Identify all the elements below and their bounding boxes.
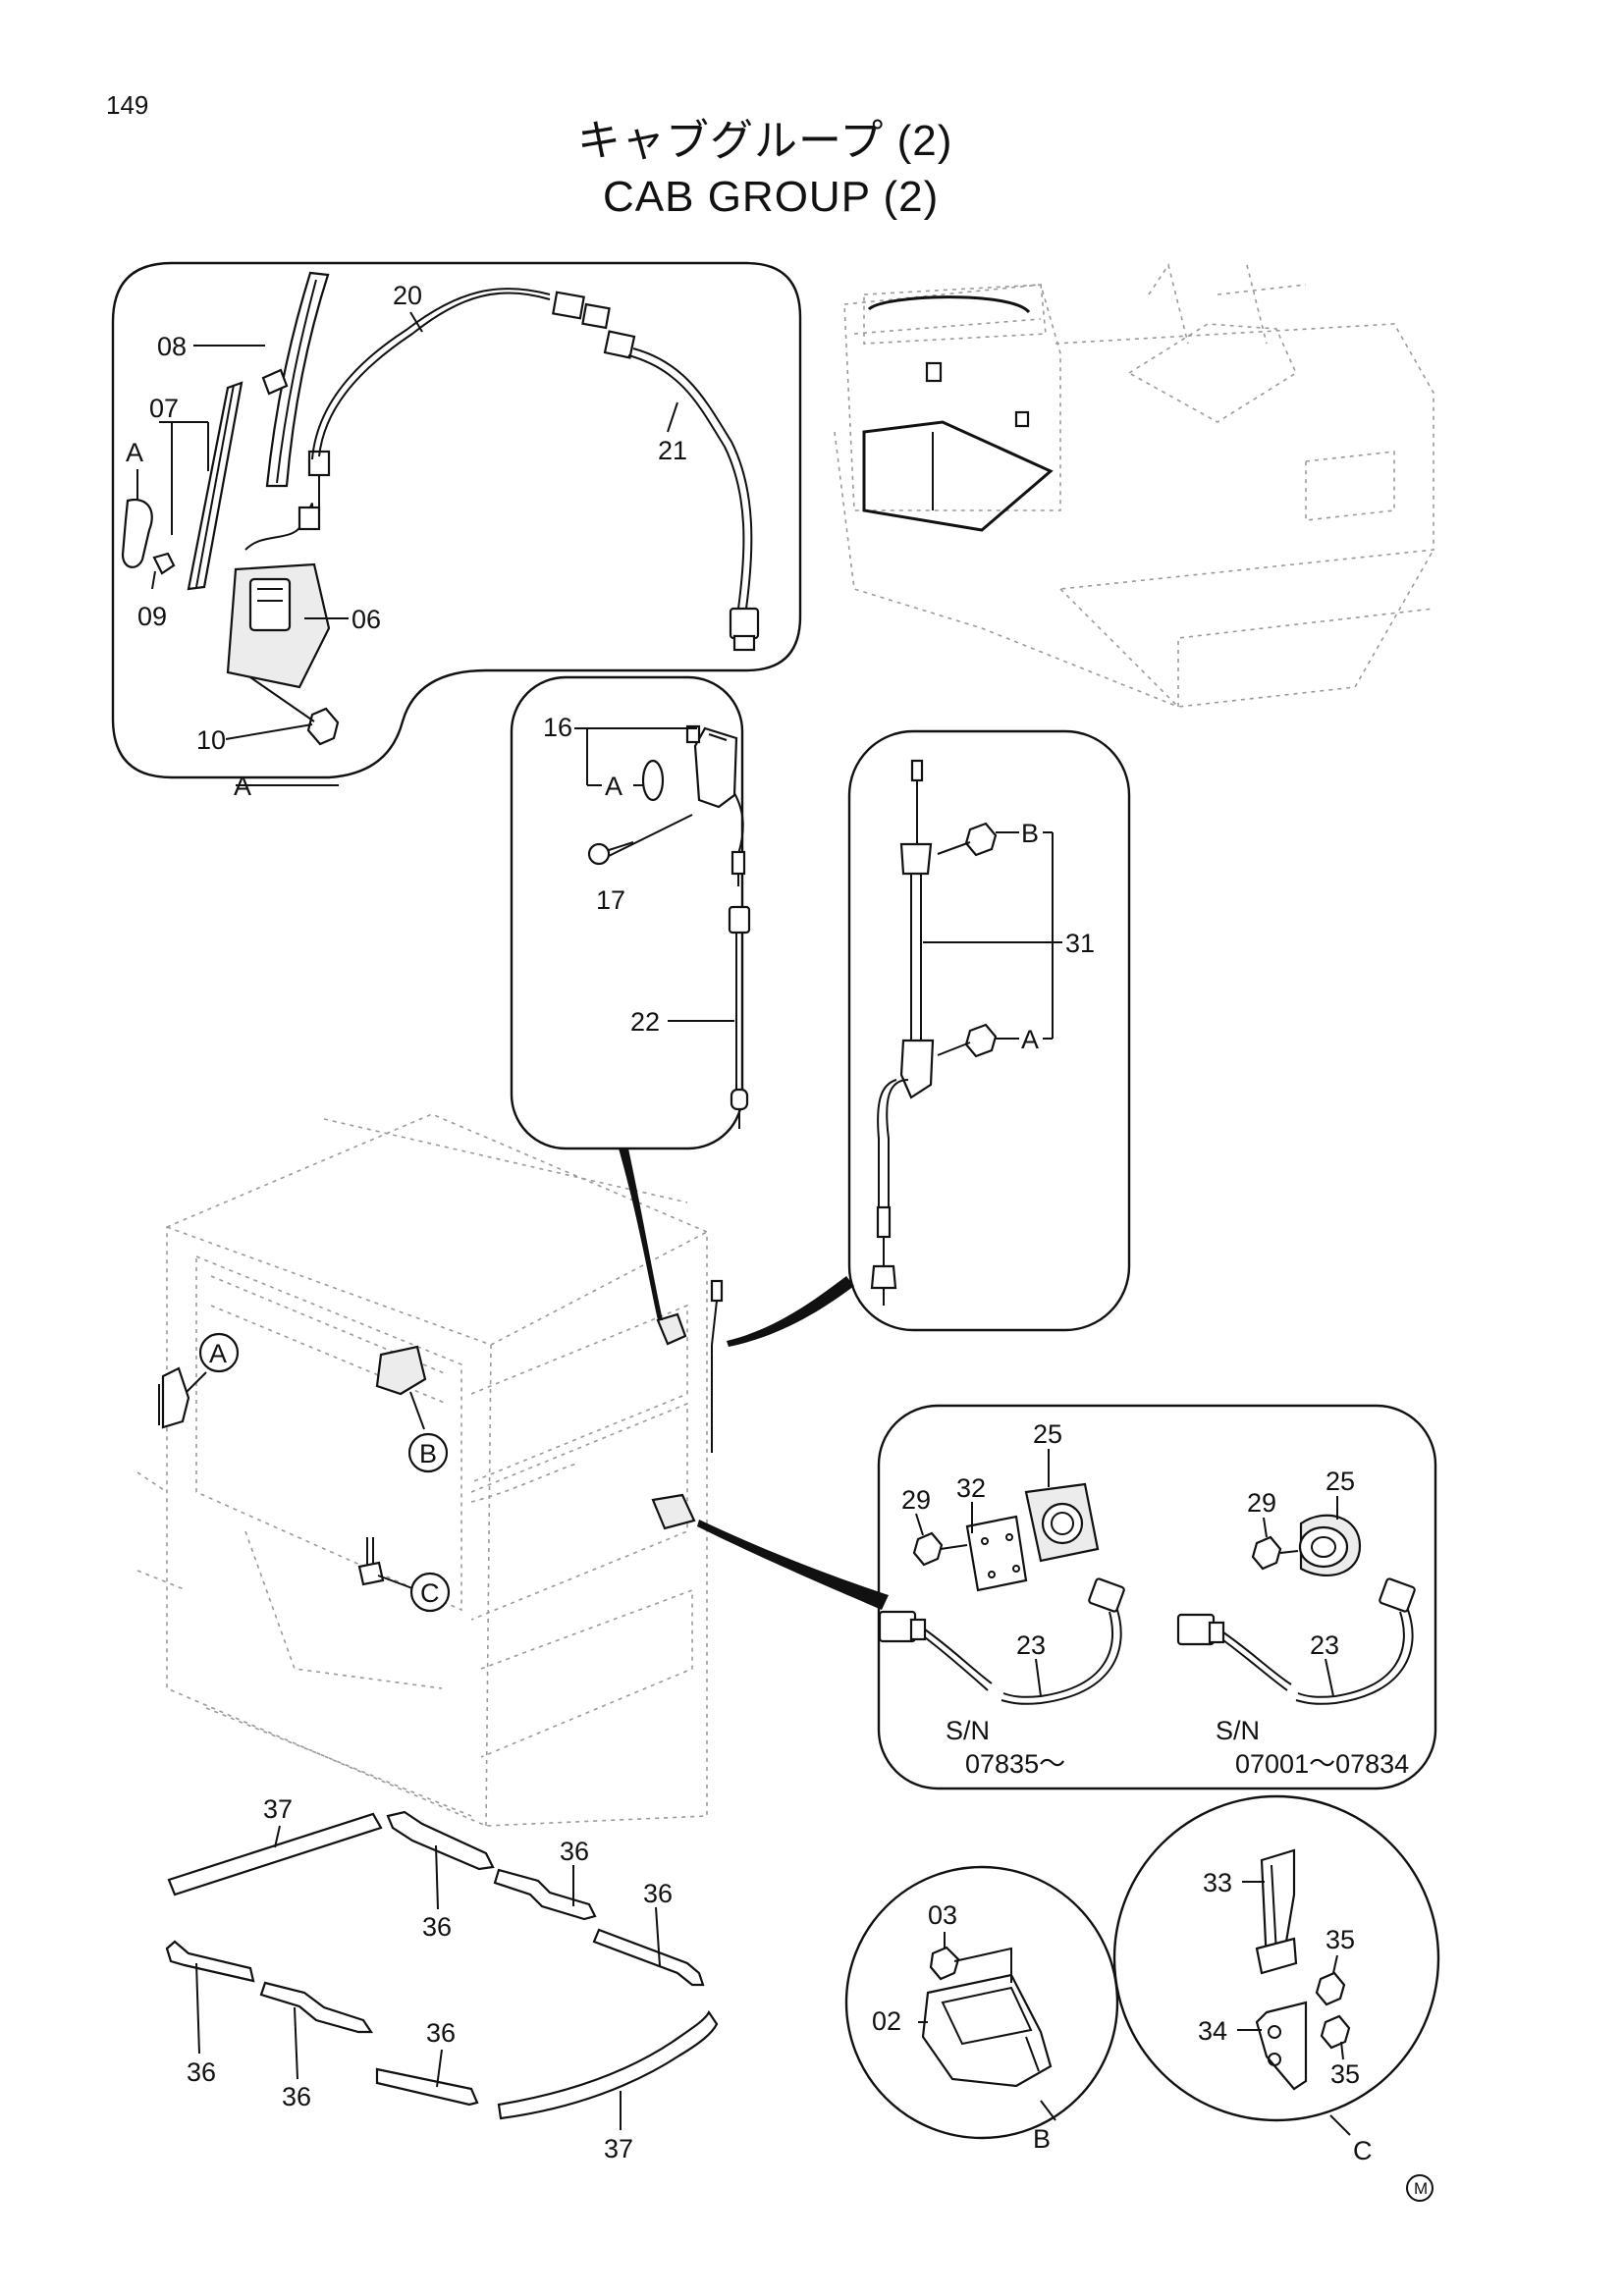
- view-label-b: B: [1033, 2124, 1051, 2154]
- label-a-piece: A: [126, 438, 143, 467]
- label-07: 07: [149, 394, 179, 423]
- label-a-screw: A: [1021, 1025, 1039, 1054]
- m-mark-letter: M: [1414, 2179, 1428, 2198]
- label-31: 31: [1065, 929, 1095, 958]
- detail-a-panel: 08 07 A 09 06 10 20 21 A: [111, 261, 802, 801]
- label-29-left: 29: [901, 1485, 931, 1515]
- label-36-top-mid: 36: [422, 1912, 452, 1942]
- label-09: 09: [137, 602, 167, 631]
- sn-range-right: 07001～07834: [1235, 1749, 1409, 1779]
- label-06: 06: [352, 605, 381, 634]
- floor-seals: 37 36 36 36 36 36 36 37: [165, 1794, 719, 2163]
- label-16: 16: [543, 713, 572, 742]
- view-label-a: A: [234, 772, 251, 801]
- title-english: CAB GROUP (2): [603, 173, 939, 221]
- callout-b: B: [419, 1439, 437, 1468]
- sn-label-right: S/N: [1216, 1716, 1260, 1745]
- label-a-bulb: A: [605, 772, 622, 801]
- detail-speaker-panel: 25 32 29 23 S/N 07835～ 29 25 23 S/N 0700…: [877, 1404, 1437, 1790]
- label-34: 34: [1198, 2016, 1227, 2046]
- label-25-right: 25: [1325, 1467, 1355, 1496]
- label-02: 02: [872, 2006, 901, 2036]
- label-03: 03: [928, 1900, 957, 1930]
- label-21: 21: [658, 436, 687, 465]
- detail-lamp-panel: 16 A 17 22: [510, 675, 751, 1150]
- sn-range-left: 07835～: [965, 1749, 1065, 1779]
- label-35-bottom: 35: [1330, 2059, 1360, 2089]
- label-36-left: 36: [187, 2057, 216, 2087]
- label-23-right: 23: [1310, 1630, 1339, 1660]
- label-36-top-right: 36: [560, 1837, 589, 1866]
- page-number: 149: [106, 90, 148, 120]
- label-33: 33: [1203, 1868, 1232, 1897]
- title-japanese: キャブグループ (2): [577, 117, 952, 165]
- label-29-right: 29: [1247, 1488, 1276, 1518]
- label-35-top: 35: [1325, 1925, 1355, 1954]
- label-17: 17: [596, 885, 625, 915]
- callout-a: A: [209, 1339, 227, 1368]
- label-37-bottom: 37: [604, 2134, 633, 2163]
- label-20: 20: [393, 281, 422, 310]
- cab-overview: A B C: [136, 1113, 889, 1827]
- label-25-left: 25: [1033, 1419, 1062, 1449]
- label-32: 32: [956, 1473, 986, 1503]
- detail-b-panel: 03 02 B: [844, 1865, 1119, 2154]
- detail-c-panel: 33 35 34 35 C: [1112, 1794, 1440, 2165]
- label-b-screw: B: [1021, 819, 1039, 848]
- excavator-overview: [834, 263, 1434, 708]
- callout-c: C: [420, 1578, 440, 1608]
- label-22: 22: [630, 1007, 660, 1037]
- detail-antenna-panel: B 31 A: [847, 729, 1131, 1332]
- label-08: 08: [157, 332, 187, 361]
- label-36-bottom-left: 36: [282, 2082, 311, 2111]
- label-10: 10: [196, 725, 226, 755]
- m-mark: M: [1406, 2174, 1434, 2202]
- label-36-bottom-mid: 36: [426, 2018, 456, 2048]
- label-23-left: 23: [1016, 1630, 1046, 1660]
- sn-label-left: S/N: [946, 1716, 990, 1745]
- label-37-top: 37: [263, 1794, 293, 1824]
- label-36-far-right: 36: [643, 1879, 673, 1908]
- view-label-c: C: [1353, 2136, 1373, 2165]
